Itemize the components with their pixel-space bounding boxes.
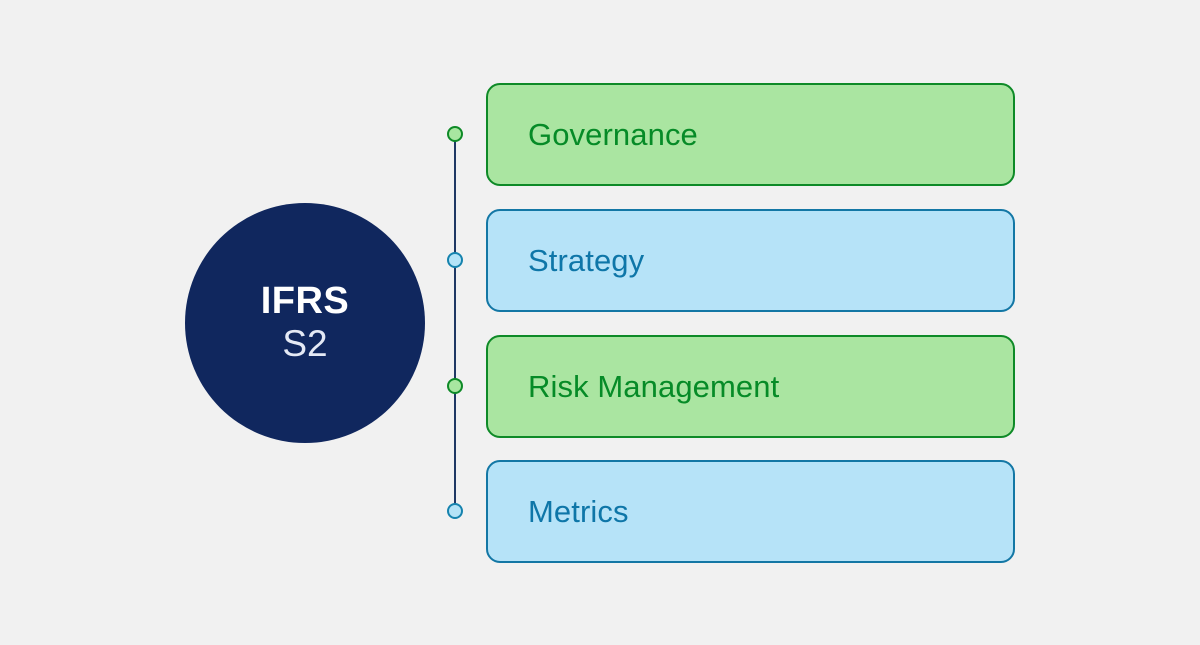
pillar-box-risk-management[interactable]: Risk Management (486, 335, 1015, 438)
pillar-box-strategy[interactable]: Strategy (486, 209, 1015, 312)
center-node-subtitle: S2 (282, 322, 328, 364)
connector-dot-governance (447, 126, 463, 142)
connector-dot-metrics (447, 503, 463, 519)
connector-spine-line (454, 134, 456, 511)
connector-dot-strategy (447, 252, 463, 268)
center-node-title: IFRS (260, 279, 350, 322)
pillar-label-governance: Governance (528, 117, 698, 152)
pillar-label-metrics: Metrics (528, 494, 629, 529)
connector-dot-risk-management (447, 378, 463, 394)
pillar-label-risk-management: Risk Management (528, 369, 780, 404)
pillar-label-strategy: Strategy (528, 243, 645, 278)
pillar-box-metrics[interactable]: Metrics (486, 460, 1015, 563)
center-node-ifrs-s2[interactable]: IFRS S2 (185, 203, 425, 443)
pillar-box-governance[interactable]: Governance (486, 83, 1015, 186)
